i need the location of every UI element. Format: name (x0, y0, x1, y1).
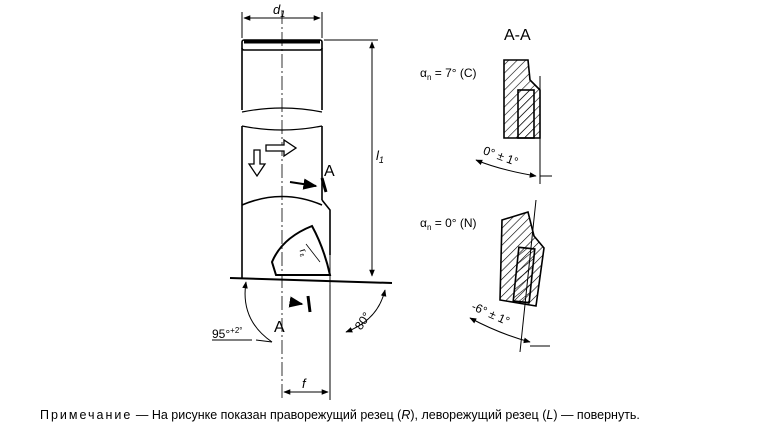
section-mark-upper: A (324, 163, 335, 180)
feed-arrow-down (247, 149, 267, 178)
dimension-f (283, 285, 331, 400)
alpha-label-bottom: αn = 0° (N) (420, 216, 477, 232)
label-f: f (302, 376, 307, 391)
section-title: A-A (504, 27, 531, 44)
label-r-epsilon: rε (296, 247, 310, 259)
label-d1: d1 (273, 2, 285, 19)
note-l-letter: L (546, 408, 554, 422)
note-r-letter: R (401, 408, 411, 422)
label-angle-80: 80° (352, 309, 374, 332)
note-label: Примечание (40, 408, 133, 422)
tool-front-view (229, 39, 393, 284)
section-mark-lower: A (274, 319, 285, 336)
section-bottom-drawing (469, 199, 550, 353)
note-text-2: ), леворежущий резец ( (410, 408, 547, 422)
dimension-l1 (324, 39, 378, 277)
section-top-drawing (475, 59, 552, 184)
angle-95-dimension (212, 281, 273, 343)
label-l1: l1 (376, 148, 384, 165)
note-text-3: ) — повернуть. (553, 408, 640, 422)
note-dash: — (132, 408, 152, 422)
label-angle-95: 95°+2° (212, 326, 242, 341)
section-arrow-lower (288, 295, 312, 313)
dimension-d1 (241, 12, 323, 38)
angle-label-bottom: -6° ± 1° (469, 299, 512, 328)
section-arrow-upper (289, 177, 328, 193)
alpha-label-top: αn = 7° (C) (420, 66, 477, 82)
feed-arrow-right (265, 138, 298, 158)
footnote: Примечание — На рисунке показан правореж… (40, 408, 640, 422)
angle-label-top: 0° ± 1° (481, 143, 520, 169)
note-text-1: На рисунке показан праворежущий резец ( (151, 408, 402, 422)
